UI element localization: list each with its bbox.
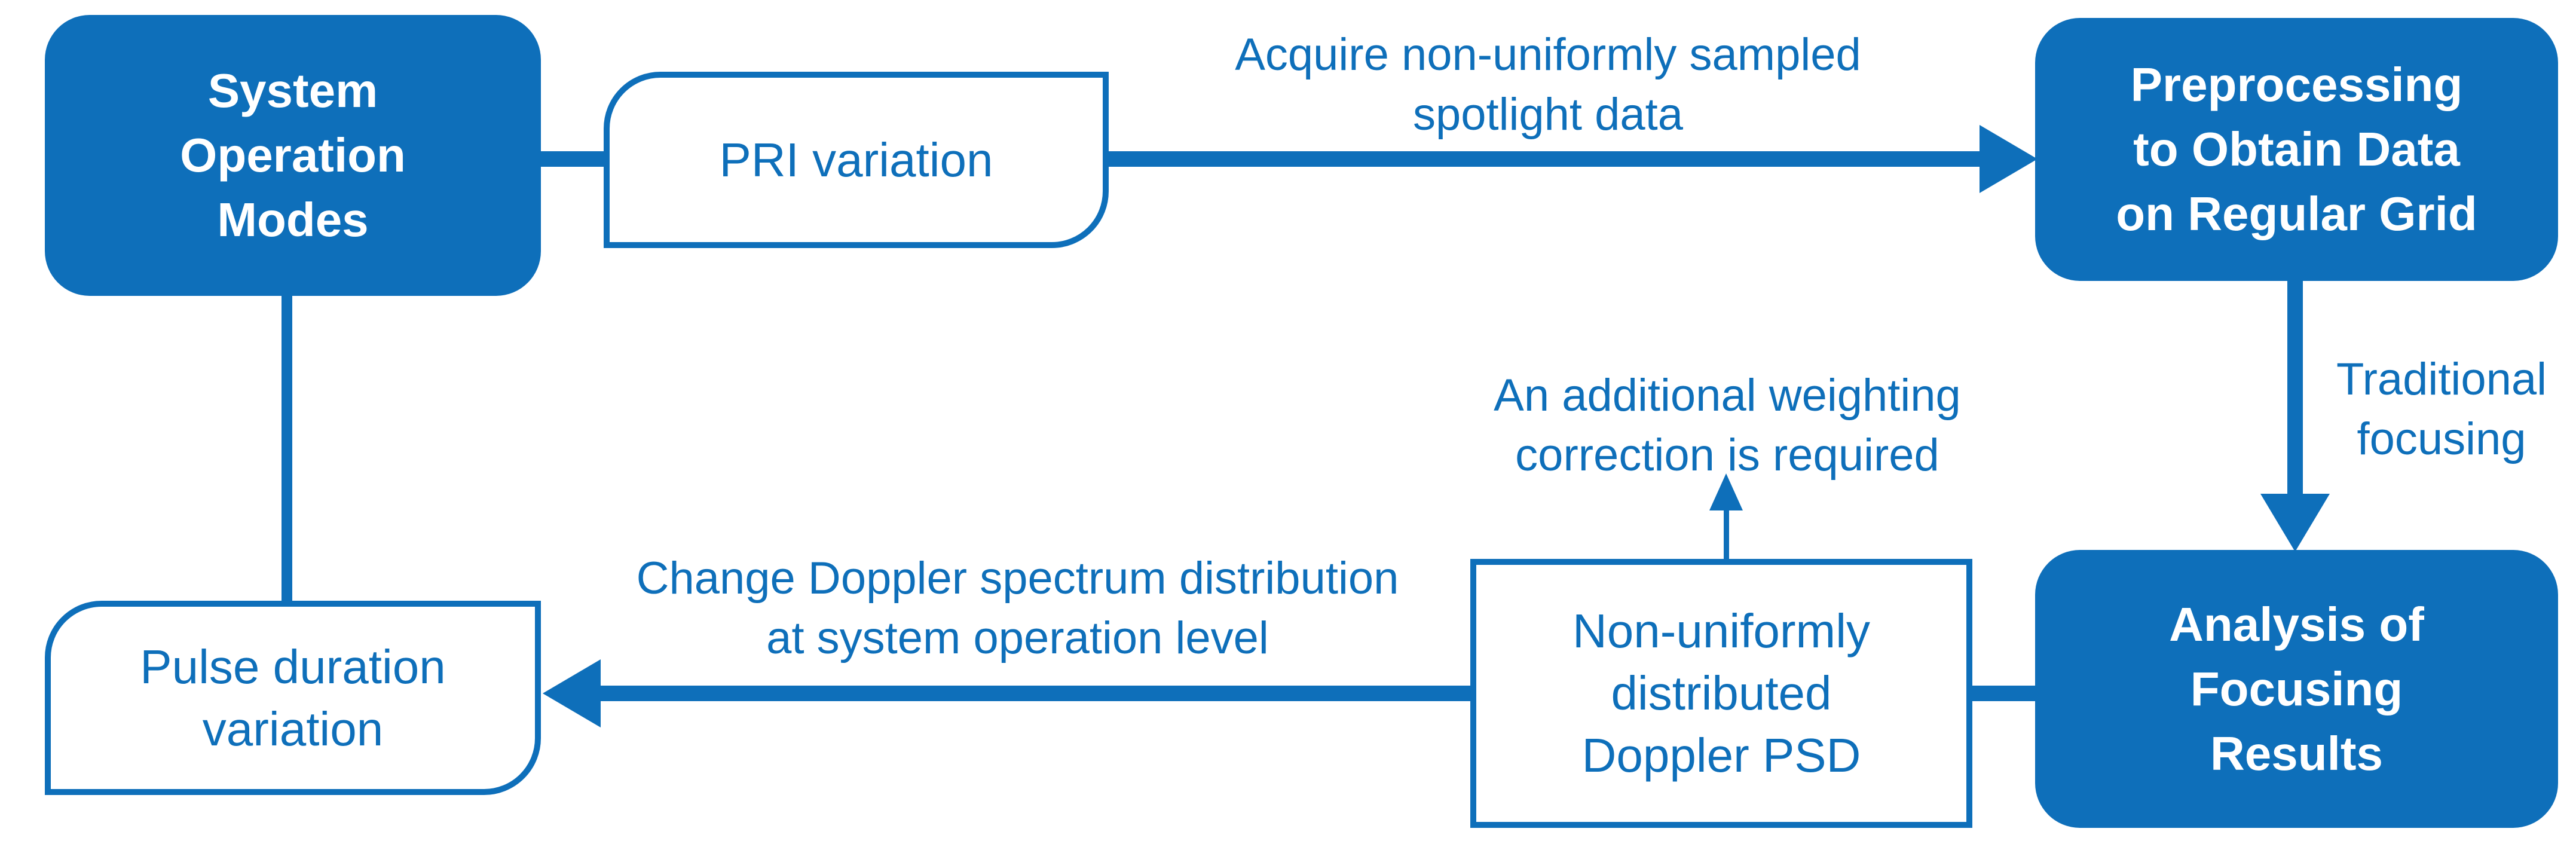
node-pri-variation: PRI variation (604, 72, 1109, 248)
arrow-preprocessing-to-analysis-shaft (2287, 280, 2303, 496)
arrow-psd-to-weighting-head (1709, 473, 1743, 510)
arrow-pri-to-preprocessing-shaft (1106, 151, 1981, 167)
node-preprocessing: Preprocessing to Obtain Data on Regular … (2035, 18, 2558, 281)
node-system-operation-modes: System Operation Modes (45, 15, 541, 296)
edge-label-change-spectrum: Change Doppler spectrum distribution at … (636, 553, 1399, 664)
edge-label-weighting-correction: An additional weighting correction is re… (1494, 370, 1961, 481)
arrow-pri-to-preprocessing-head (1980, 125, 2037, 193)
connector-som-to-pri (538, 151, 607, 167)
node-analysis-focusing: Analysis of Focusing Results (2035, 550, 2558, 828)
arrow-psd-to-pulse-head (543, 659, 601, 727)
edge-label-traditional-focusing: Traditional focusing (2336, 354, 2547, 464)
arrow-psd-to-pulse-shaft (598, 686, 1473, 701)
arrow-preprocessing-to-analysis-head (2260, 494, 2330, 552)
node-doppler-psd: Non-uniformly distributed Doppler PSD (1470, 559, 1972, 828)
connector-som-to-pulse (282, 293, 292, 604)
arrow-psd-to-weighting-shaft (1724, 508, 1729, 561)
node-pulse-duration: Pulse duration variation (45, 601, 541, 795)
edge-label-acquire-data: Acquire non-uniformly sampled spotlight … (1235, 29, 1861, 140)
connector-analysis-to-psd (1969, 686, 2038, 701)
